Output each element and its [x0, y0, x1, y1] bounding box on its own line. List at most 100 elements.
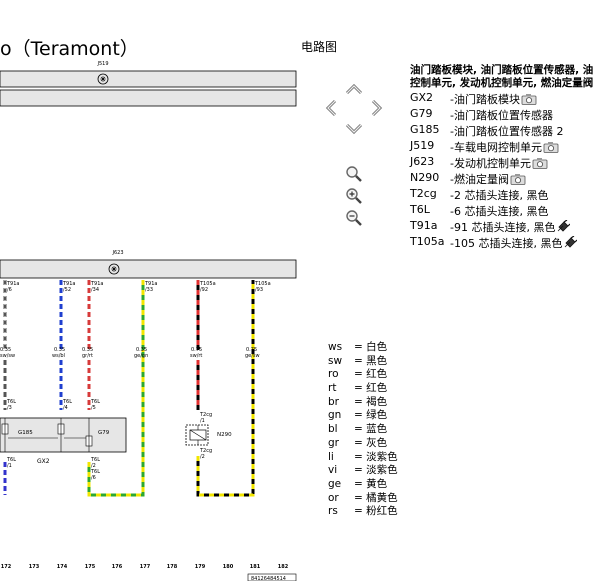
color-code: sw — [328, 354, 343, 367]
color-row: gr= 灰色 — [328, 436, 388, 449]
color-row: li= 淡紫色 — [328, 450, 398, 463]
connector-pin: /93 — [255, 287, 263, 293]
tick-182: 182 — [278, 564, 289, 570]
connector-icon[interactable] — [563, 236, 578, 249]
component-code: T6L — [410, 203, 430, 216]
wire-gauge: 0.75 — [246, 347, 257, 353]
pan-right-button[interactable] — [366, 98, 386, 118]
module-gx2-label: GX2 — [37, 458, 50, 465]
color-name: 粉红色 — [366, 505, 398, 518]
color-name: 淡紫色 — [366, 464, 398, 477]
connector-pin: /2 — [200, 454, 205, 460]
color-row: br= 褐色 — [328, 395, 388, 408]
pan-up-button[interactable] — [344, 80, 364, 100]
component-desc: -油门踏板位置传感器 2 — [450, 125, 564, 138]
wire-gauge: 0.35 — [136, 347, 147, 353]
tick-180: 180 — [223, 564, 234, 570]
color-row: vi= 淡紫色 — [328, 464, 398, 477]
sensor-wiring — [4, 418, 90, 452]
connector-t91a-52: T91a — [62, 281, 75, 287]
wire-color: sw/sw — [0, 353, 15, 359]
component-code: N290 — [410, 171, 440, 184]
color-name: 灰色 — [366, 436, 388, 449]
page-title: o（Teramont） — [0, 38, 139, 60]
color-row: sw= 黑色 — [328, 354, 388, 367]
connector-pin: /33 — [145, 287, 153, 293]
wiring-diagram: J519 J623 T91a /6 0.35 sw/ — [0, 61, 297, 581]
wire-color-legend: ws= 白色 sw= 黑色 ro= 红色 rt= 红色 br= 褐色 gn= 绿… — [328, 339, 398, 517]
color-row: rs= 粉红色 — [328, 505, 398, 518]
camera-icon[interactable] — [532, 157, 548, 169]
wire-color: sw/rt — [190, 353, 202, 359]
module-gx2-box — [0, 417, 127, 453]
zoom-out-button[interactable] — [344, 208, 364, 228]
relay-bar-j519-lower — [0, 89, 297, 107]
color-code: rt — [328, 382, 337, 395]
connector-icon[interactable] — [556, 220, 571, 233]
legend-heading: 油门踏板模块, 油门踏板位置传感器, 油 控制单元, 发动机控制单元, 燃油定量… — [410, 64, 601, 90]
connector-t91a-34: T91a — [90, 281, 103, 287]
color-code: ge — [328, 477, 342, 490]
component-code: J519 — [410, 139, 435, 152]
column-ticks: 172 173 174 175 176 177 178 179 180 181 … — [1, 564, 289, 570]
camera-icon[interactable] — [521, 93, 537, 105]
color-code: gn — [328, 409, 342, 422]
document-type-label: 电路图 — [301, 40, 338, 54]
component-desc: -91 芯插头连接, 黑色 — [450, 221, 556, 234]
relay-bar-j623 — [0, 259, 297, 279]
part-number: 84126484514 — [251, 576, 286, 581]
connector-t91a-6: T91a — [6, 281, 19, 287]
connector-pin: /1 — [200, 418, 205, 424]
connector-pin: /6 — [7, 287, 12, 293]
component-desc: -油门踏板位置传感器 — [450, 109, 553, 122]
tick-177: 177 — [140, 564, 151, 570]
relay-label-j623: J623 — [111, 250, 123, 256]
chevron-right-icon — [371, 99, 383, 117]
connector-pin: /34 — [91, 287, 99, 293]
zoom-fit-button[interactable] — [344, 164, 364, 184]
connector-t6l: T6L — [62, 399, 72, 405]
color-code: br — [328, 395, 339, 408]
color-code: bl — [328, 423, 338, 436]
connector-pin: /3 — [7, 405, 12, 411]
connector-t2cg-top: T2cg — [199, 412, 212, 418]
relay-label-j519: J519 — [96, 61, 108, 67]
wire-gauge: 0.35 — [82, 347, 93, 353]
camera-icon[interactable] — [543, 141, 559, 153]
zoom-in-icon — [346, 188, 362, 204]
component-code: T91a — [410, 219, 438, 232]
color-code: li — [328, 450, 334, 463]
pan-left-button[interactable] — [322, 98, 342, 118]
magnifier-icon — [346, 166, 362, 182]
connector-t6l: T6L — [6, 457, 16, 463]
component-code: T2cg — [410, 187, 437, 200]
connector-t6l: T6L — [90, 457, 100, 463]
color-name: 淡紫色 — [366, 450, 398, 463]
valve-coil-symbol — [189, 425, 207, 445]
tick-172: 172 — [1, 564, 12, 570]
color-row: or= 橘黄色 — [328, 491, 398, 504]
tick-181: 181 — [250, 564, 261, 570]
zoom-in-button[interactable] — [344, 186, 364, 206]
tick-179: 179 — [195, 564, 206, 570]
wire-color: ws/bl — [52, 353, 65, 359]
connector-pin: /5 — [91, 405, 96, 411]
connector-pin: /6 — [91, 475, 96, 481]
tick-173: 173 — [29, 564, 40, 570]
connector-t6l: T6L — [6, 399, 16, 405]
color-name: 白色 — [366, 341, 388, 353]
color-row: bl= 蓝色 — [328, 423, 388, 436]
component-desc: -发动机控制单元 — [450, 157, 531, 170]
connector-pin: /52 — [63, 287, 71, 293]
component-desc: -燃油定量阀 — [450, 173, 509, 186]
color-row: ge= 黄色 — [328, 477, 388, 490]
ground-symbol-icon — [108, 263, 120, 275]
pan-down-button[interactable] — [344, 118, 364, 138]
connector-t2cg-bottom: T2cg — [199, 448, 212, 454]
component-desc: -6 芯插头连接, 黑色 — [450, 205, 549, 218]
color-name: 红色 — [366, 382, 388, 395]
valve-n290-label: N290 — [217, 432, 232, 438]
camera-icon[interactable] — [510, 173, 526, 185]
wire-gauge: 0.35 — [54, 347, 65, 353]
color-name: 绿色 — [366, 409, 388, 422]
